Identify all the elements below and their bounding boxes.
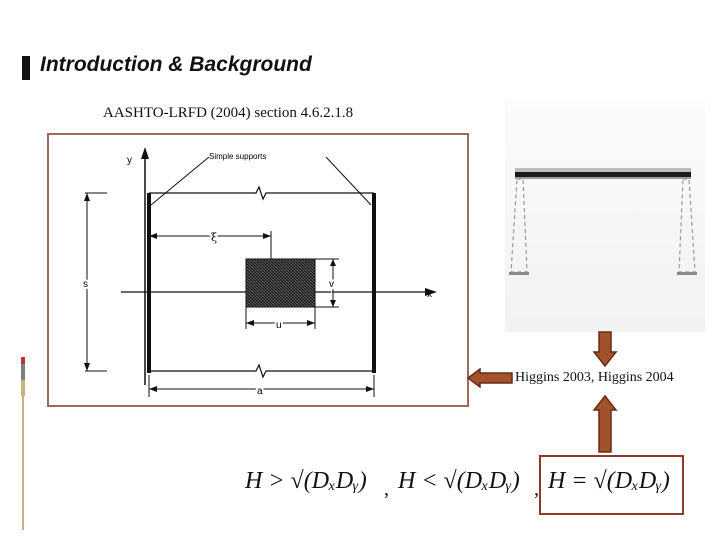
xi-arrowhead-left <box>149 233 157 239</box>
equation-equal: H = √(DₓDᵧ) <box>548 468 670 494</box>
x-axis-arrowhead <box>425 288 437 296</box>
deck-highlight <box>515 168 691 172</box>
bridge-frame-image <box>505 100 705 332</box>
support-label: Simple supports <box>209 152 266 161</box>
y-axis-arrowhead <box>141 147 149 159</box>
accent-stripe-tan <box>21 380 25 396</box>
title-marker <box>22 56 30 80</box>
arrow-down-icon <box>592 331 618 368</box>
accent-stripe-red <box>21 357 25 364</box>
equation-less: H < √(DₓDᵧ) <box>398 468 520 494</box>
deck-beam <box>515 172 691 177</box>
xi-label-halo: ξ <box>211 231 217 244</box>
right-column <box>678 178 696 273</box>
x-axis-label: x <box>427 289 432 300</box>
u-label: u <box>276 320 282 331</box>
bottom-edge <box>149 363 374 379</box>
v-arrowhead-top <box>330 259 336 266</box>
equation-separator-1: , <box>384 478 389 500</box>
v-label: v <box>329 279 334 290</box>
a-label: a <box>257 386 263 397</box>
a-arrowhead-left <box>149 386 157 392</box>
a-label-halo: a <box>257 386 263 397</box>
load-patch <box>245 258 316 308</box>
support-leader-left <box>150 156 210 206</box>
deck-shadow <box>515 177 691 179</box>
plate-diagram-frame: y x Simple supports ξ ξ s s <box>47 133 469 407</box>
equation-greater: H > √(DₓDᵧ) <box>245 468 367 494</box>
plate-diagram: y x Simple supports ξ ξ s s <box>81 147 437 399</box>
highlighted-equation-box <box>539 455 684 515</box>
left-column <box>510 178 528 273</box>
accent-stripe-gray <box>21 364 25 380</box>
equation-separator-2: , <box>534 478 539 500</box>
u-arrowhead-right <box>307 320 315 326</box>
s-label-halo: s <box>83 279 88 290</box>
v-label-halo: v <box>329 279 334 290</box>
s-arrowhead-bottom <box>84 363 90 371</box>
left-footing <box>509 272 529 275</box>
xi-label: ξ <box>211 231 217 244</box>
s-arrowhead-top <box>84 193 90 201</box>
right-footing <box>677 272 697 275</box>
a-arrowhead-right <box>366 386 374 392</box>
u-arrowhead-left <box>246 320 254 326</box>
slide-title: Introduction & Background <box>40 53 312 76</box>
support-leader-right <box>325 156 372 206</box>
top-edge <box>149 185 374 201</box>
reference-caption: Higgins 2003, Higgins 2004 <box>515 370 674 385</box>
xi-arrowhead-right <box>263 233 271 239</box>
arrow-left-icon <box>466 368 513 388</box>
y-axis-label: y <box>127 155 132 166</box>
arrow-up-icon <box>592 394 618 453</box>
accent-stripe-line <box>22 396 24 530</box>
v-arrowhead-bottom <box>330 300 336 307</box>
slide-subtitle: AASHTO-LRFD (2004) section 4.6.2.1.8 <box>103 105 354 121</box>
bridge-frame-drawing <box>509 168 697 275</box>
s-label: s <box>83 279 88 290</box>
u-label-halo: u <box>276 320 282 331</box>
